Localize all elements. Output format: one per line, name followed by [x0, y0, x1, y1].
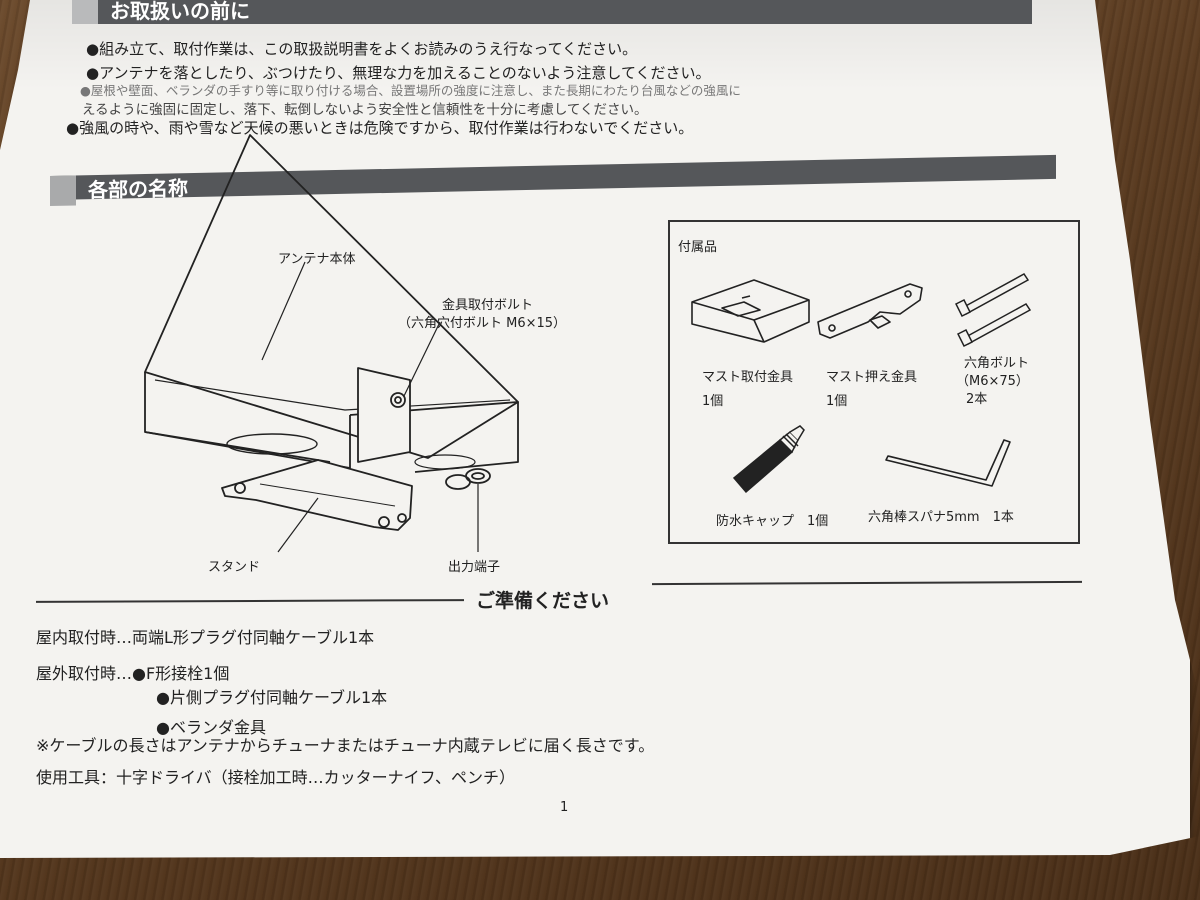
handling-note-4: えるように強固に固定し、落下、転倒しないよう安全性と信頼性を十分に考慮してくださ…	[82, 102, 648, 118]
hex-key-wrench-icon	[885, 439, 1011, 487]
accessory-name-mast-mount: マスト取付金具	[702, 370, 794, 385]
prep-divider-left	[35, 599, 465, 603]
handling-note-5: ●強風の時や、雨や雪など天候の悪いときは危険ですから、取付作業は行わないでくださ…	[66, 119, 694, 137]
label-mount-bolt-spec: （六角穴付ボルト M6×15）	[398, 316, 567, 331]
prep-divider-right	[651, 580, 1083, 586]
accessory-qty-hex-bolt: 2本	[966, 392, 988, 407]
section-title-parts: 各部の名称	[88, 176, 188, 203]
accessory-spec-hex-bolt: （M6×75）	[956, 374, 1029, 389]
prep-outdoor: 屋外取付時…●F形接栓1個	[36, 664, 230, 683]
accessories-heading: 付属品	[678, 240, 718, 255]
section-tab-marker	[72, 0, 98, 24]
mast-mount-bracket-icon	[691, 279, 810, 343]
accessory-qty-mast-clamp: 1個	[826, 394, 848, 409]
handling-note-2: ●アンテナを落としたり、ぶつけたり、無理な力を加えることのないよう注意してくださ…	[86, 64, 711, 82]
accessory-waterproof-cap: 防水キャップ 1個	[716, 514, 829, 529]
prep-tools: 使用工具：十字ドライバ（接栓加工時…カッターナイフ、ペンチ）	[36, 768, 516, 787]
accessory-hex-key: 六角棒スパナ5mm 1本	[868, 510, 1014, 525]
handling-note-1: ●組み立て、取付作業は、この取扱説明書をよくお読みのうえ行なってください。	[86, 40, 638, 58]
prep-outdoor-veranda: ●ベランダ金具	[156, 718, 266, 737]
section-title-handling: お取扱いの前に	[110, 0, 250, 23]
prep-indoor: 屋内取付時…両端L形プラグ付同軸ケーブル1本	[36, 628, 375, 647]
label-mount-bolt: 金具取付ボルト	[442, 298, 534, 313]
label-output-terminal: 出力端子	[448, 560, 501, 575]
mast-clamp-bracket-icon	[817, 283, 923, 339]
label-stand: スタンド	[208, 560, 261, 575]
handling-note-3: ●屋根や壁面、ベランダの手すり等に取り付ける場合、設置場所の強度に注意し、また長…	[80, 83, 741, 98]
prep-title: ご準備ください	[476, 590, 610, 612]
accessory-qty-mast-mount: 1個	[702, 394, 724, 409]
accessories-box: 付属品 マスト取付金具 1個 マスト押え金具 1個	[668, 220, 1080, 544]
section-header-handling: お取扱いの前に	[72, 0, 1032, 24]
section-header-parts: 各部の名称	[50, 154, 1056, 206]
prep-cable-note: ※ケーブルの長さはアンテナからチューナまたはチューナ内蔵テレビに届く長さです。	[36, 736, 655, 755]
accessory-name-mast-clamp: マスト押え金具	[826, 370, 918, 385]
antenna-diagram	[144, 134, 519, 553]
accessory-name-hex-bolt: 六角ボルト	[964, 356, 1030, 371]
prep-outdoor-cable: ●片側プラグ付同軸ケーブル1本	[156, 688, 388, 707]
label-antenna-body: アンテナ本体	[278, 252, 356, 267]
hex-bolt-icon	[954, 273, 1032, 348]
waterproof-cap-icon	[732, 425, 805, 494]
page-number: 1	[560, 800, 569, 815]
instruction-sheet: お取扱いの前に ●組み立て、取付作業は、この取扱説明書をよくお読みのうえ行なって…	[0, 0, 1200, 858]
